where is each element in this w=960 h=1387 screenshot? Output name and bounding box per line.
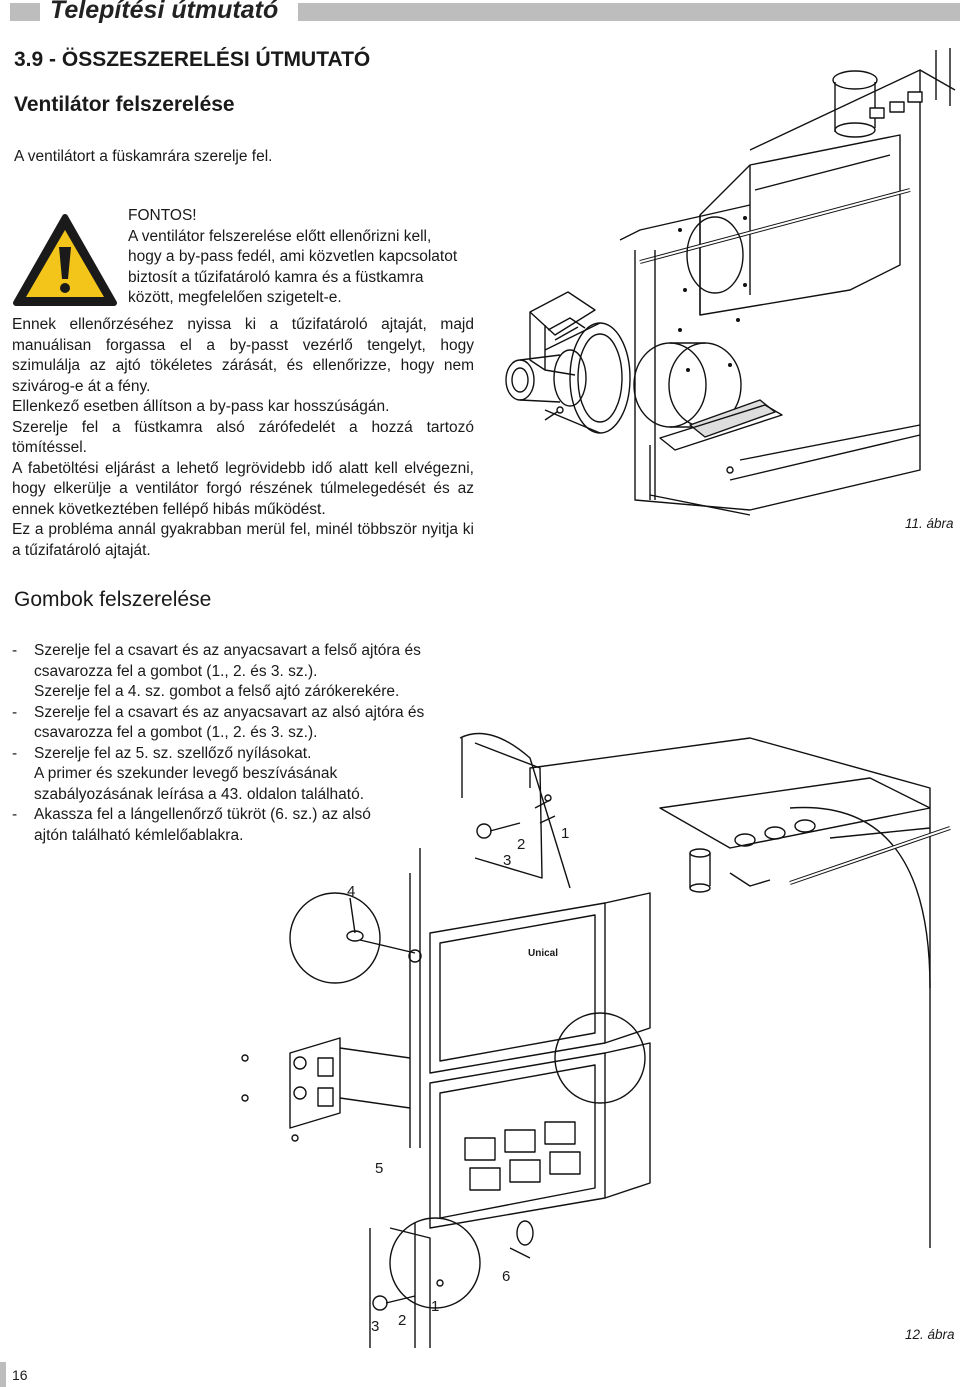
fan-subsection-title: Ventilátor felszerelése (14, 93, 235, 116)
callout-number: 3 (503, 852, 512, 869)
paragraph: Ennek ellenőrzéséhez nyissa ki a tűzifat… (12, 316, 474, 395)
fan-mounting-illustration (505, 48, 956, 516)
page-header-title: Telepítési útmutató (50, 0, 279, 24)
callout-number: 2 (398, 1312, 407, 1329)
step-line: csavarozza fel a gombot (1., 2. és 3. sz… (34, 724, 318, 741)
paragraph: Ez a probléma annál gyakrabban merül fel… (12, 521, 474, 559)
important-notice: FONTOS! A ventilátor felszerelése előtt … (128, 206, 488, 309)
knobs-mounting-illustration (241, 732, 951, 1348)
callout-number: 2 (517, 836, 526, 853)
callout-number: 3 (371, 1318, 380, 1335)
warning-icon (13, 214, 117, 306)
important-line: biztosít a tűzifatároló kamra és a füstk… (128, 268, 424, 286)
header-accent-bar (298, 3, 960, 21)
list-item: - Akassza fel a lángellenőrző tükröt (6.… (12, 805, 482, 846)
list-item: - Szerelje fel a csavart és az anyacsava… (12, 641, 482, 703)
important-label: FONTOS! (128, 207, 197, 224)
list-item: - Szerelje fel az 5. sz. szellőző nyílás… (12, 744, 482, 806)
knobs-subsection-title: Gombok felszerelése (14, 588, 212, 611)
step-line: ajtón található kémlelőablakra. (34, 826, 244, 844)
step-line: Akassza fel a lángellenőrző tükröt (6. s… (34, 806, 371, 823)
important-line: A ventilátor felszerelése előtt ellenőri… (128, 227, 432, 245)
header-accent-block (10, 3, 40, 21)
callout-number: 1 (561, 825, 570, 842)
list-bullet: - (12, 744, 18, 762)
brand-mark: Unical (528, 948, 559, 959)
step-line: Szerelje fel a csavart és az anyacsavart… (34, 703, 425, 721)
callout-number: 4 (347, 883, 356, 900)
important-line: között, megfelelően szigetelt-e. (128, 289, 342, 306)
page-number: 16 (12, 1367, 28, 1383)
callout-number: 6 (502, 1268, 511, 1285)
section-title: 3.9 - ÖSSZESZERELÉSI ÚTMUTATÓ (14, 48, 371, 71)
paragraph: A fabetöltési eljárást a lehető legrövid… (12, 459, 474, 518)
fan-instructions: Ennek ellenőrzéséhez nyissa ki a tűzifat… (12, 315, 474, 561)
knobs-step-list: - Szerelje fel a csavart és az anyacsava… (12, 641, 482, 846)
step-line: Szerelje fel az 5. sz. szellőző nyílások… (34, 744, 312, 762)
step-line: A primer és szekunder levegő beszívásána… (34, 765, 338, 782)
step-line: csavarozza fel a gombot (1., 2. és 3. sz… (34, 662, 318, 680)
list-item: - Szerelje fel a csavart és az anyacsava… (12, 703, 482, 744)
list-bullet: - (12, 642, 18, 659)
list-bullet: - (12, 806, 18, 823)
step-line: Szerelje fel a 4. sz. gombot a felső ajt… (34, 683, 400, 700)
step-line: Szerelje fel a csavart és az anyacsavart… (34, 642, 421, 659)
step-line: szabályozásának leírása a 43. oldalon ta… (34, 785, 365, 803)
important-line: hogy a by-pass fedél, ami közvetlen kapc… (128, 248, 458, 265)
figure-11-caption: 11. ábra (905, 516, 954, 531)
callout-number: 1 (431, 1298, 440, 1315)
list-bullet: - (12, 703, 18, 721)
paragraph: Ellenkező esetben állítson a by-pass kar… (12, 398, 390, 415)
figure-12-caption: 12. ábra (905, 1327, 955, 1342)
paragraph: Szerelje fel a füstkamra alsó zárófedelé… (12, 418, 474, 457)
page-number-accent (0, 1362, 6, 1387)
fan-intro-text: A ventilátort a füskamrára szerelje fel. (14, 148, 273, 165)
callout-number: 5 (375, 1160, 384, 1177)
